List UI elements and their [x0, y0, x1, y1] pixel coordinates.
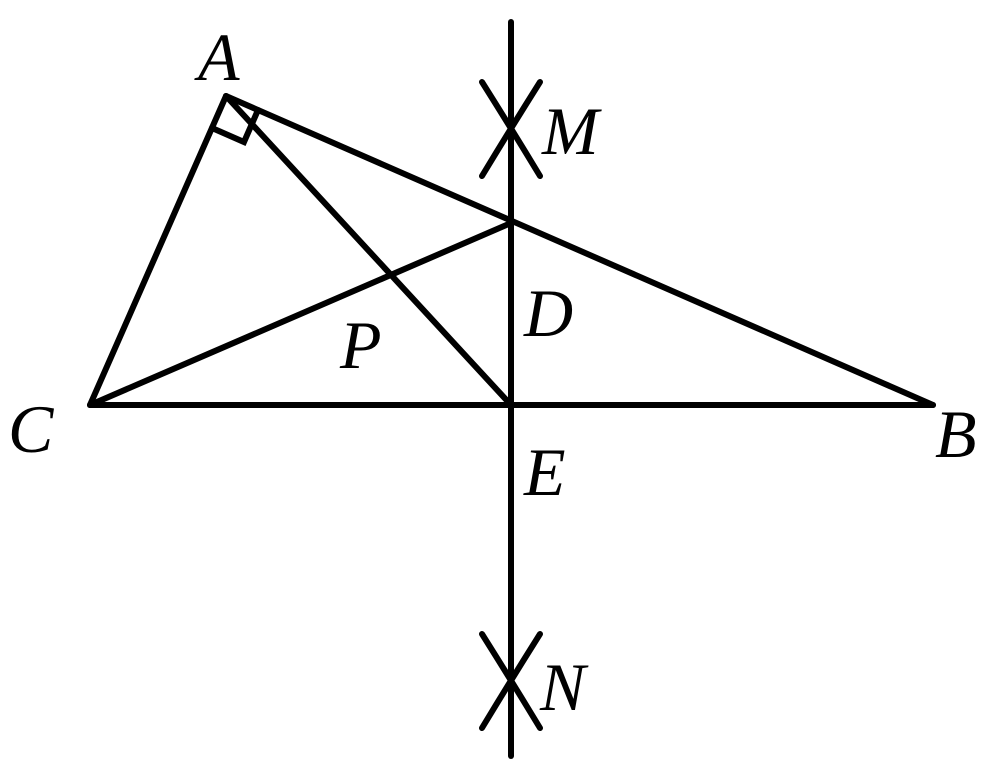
segment-cd	[87, 220, 514, 408]
label-e: E	[523, 434, 566, 510]
label-c: C	[8, 391, 54, 467]
right-angle-mark	[209, 107, 261, 146]
segment-ca	[87, 93, 229, 408]
segment-ae	[223, 93, 514, 408]
label-m: M	[541, 93, 602, 169]
label-n: N	[539, 649, 589, 725]
arc-mark-n-2	[479, 631, 543, 731]
label-a: A	[194, 19, 240, 95]
arc-mark-m-2	[479, 79, 543, 179]
label-b: B	[935, 396, 977, 472]
label-d: D	[523, 275, 573, 351]
segment-ab	[223, 93, 936, 408]
label-p: P	[339, 307, 382, 383]
